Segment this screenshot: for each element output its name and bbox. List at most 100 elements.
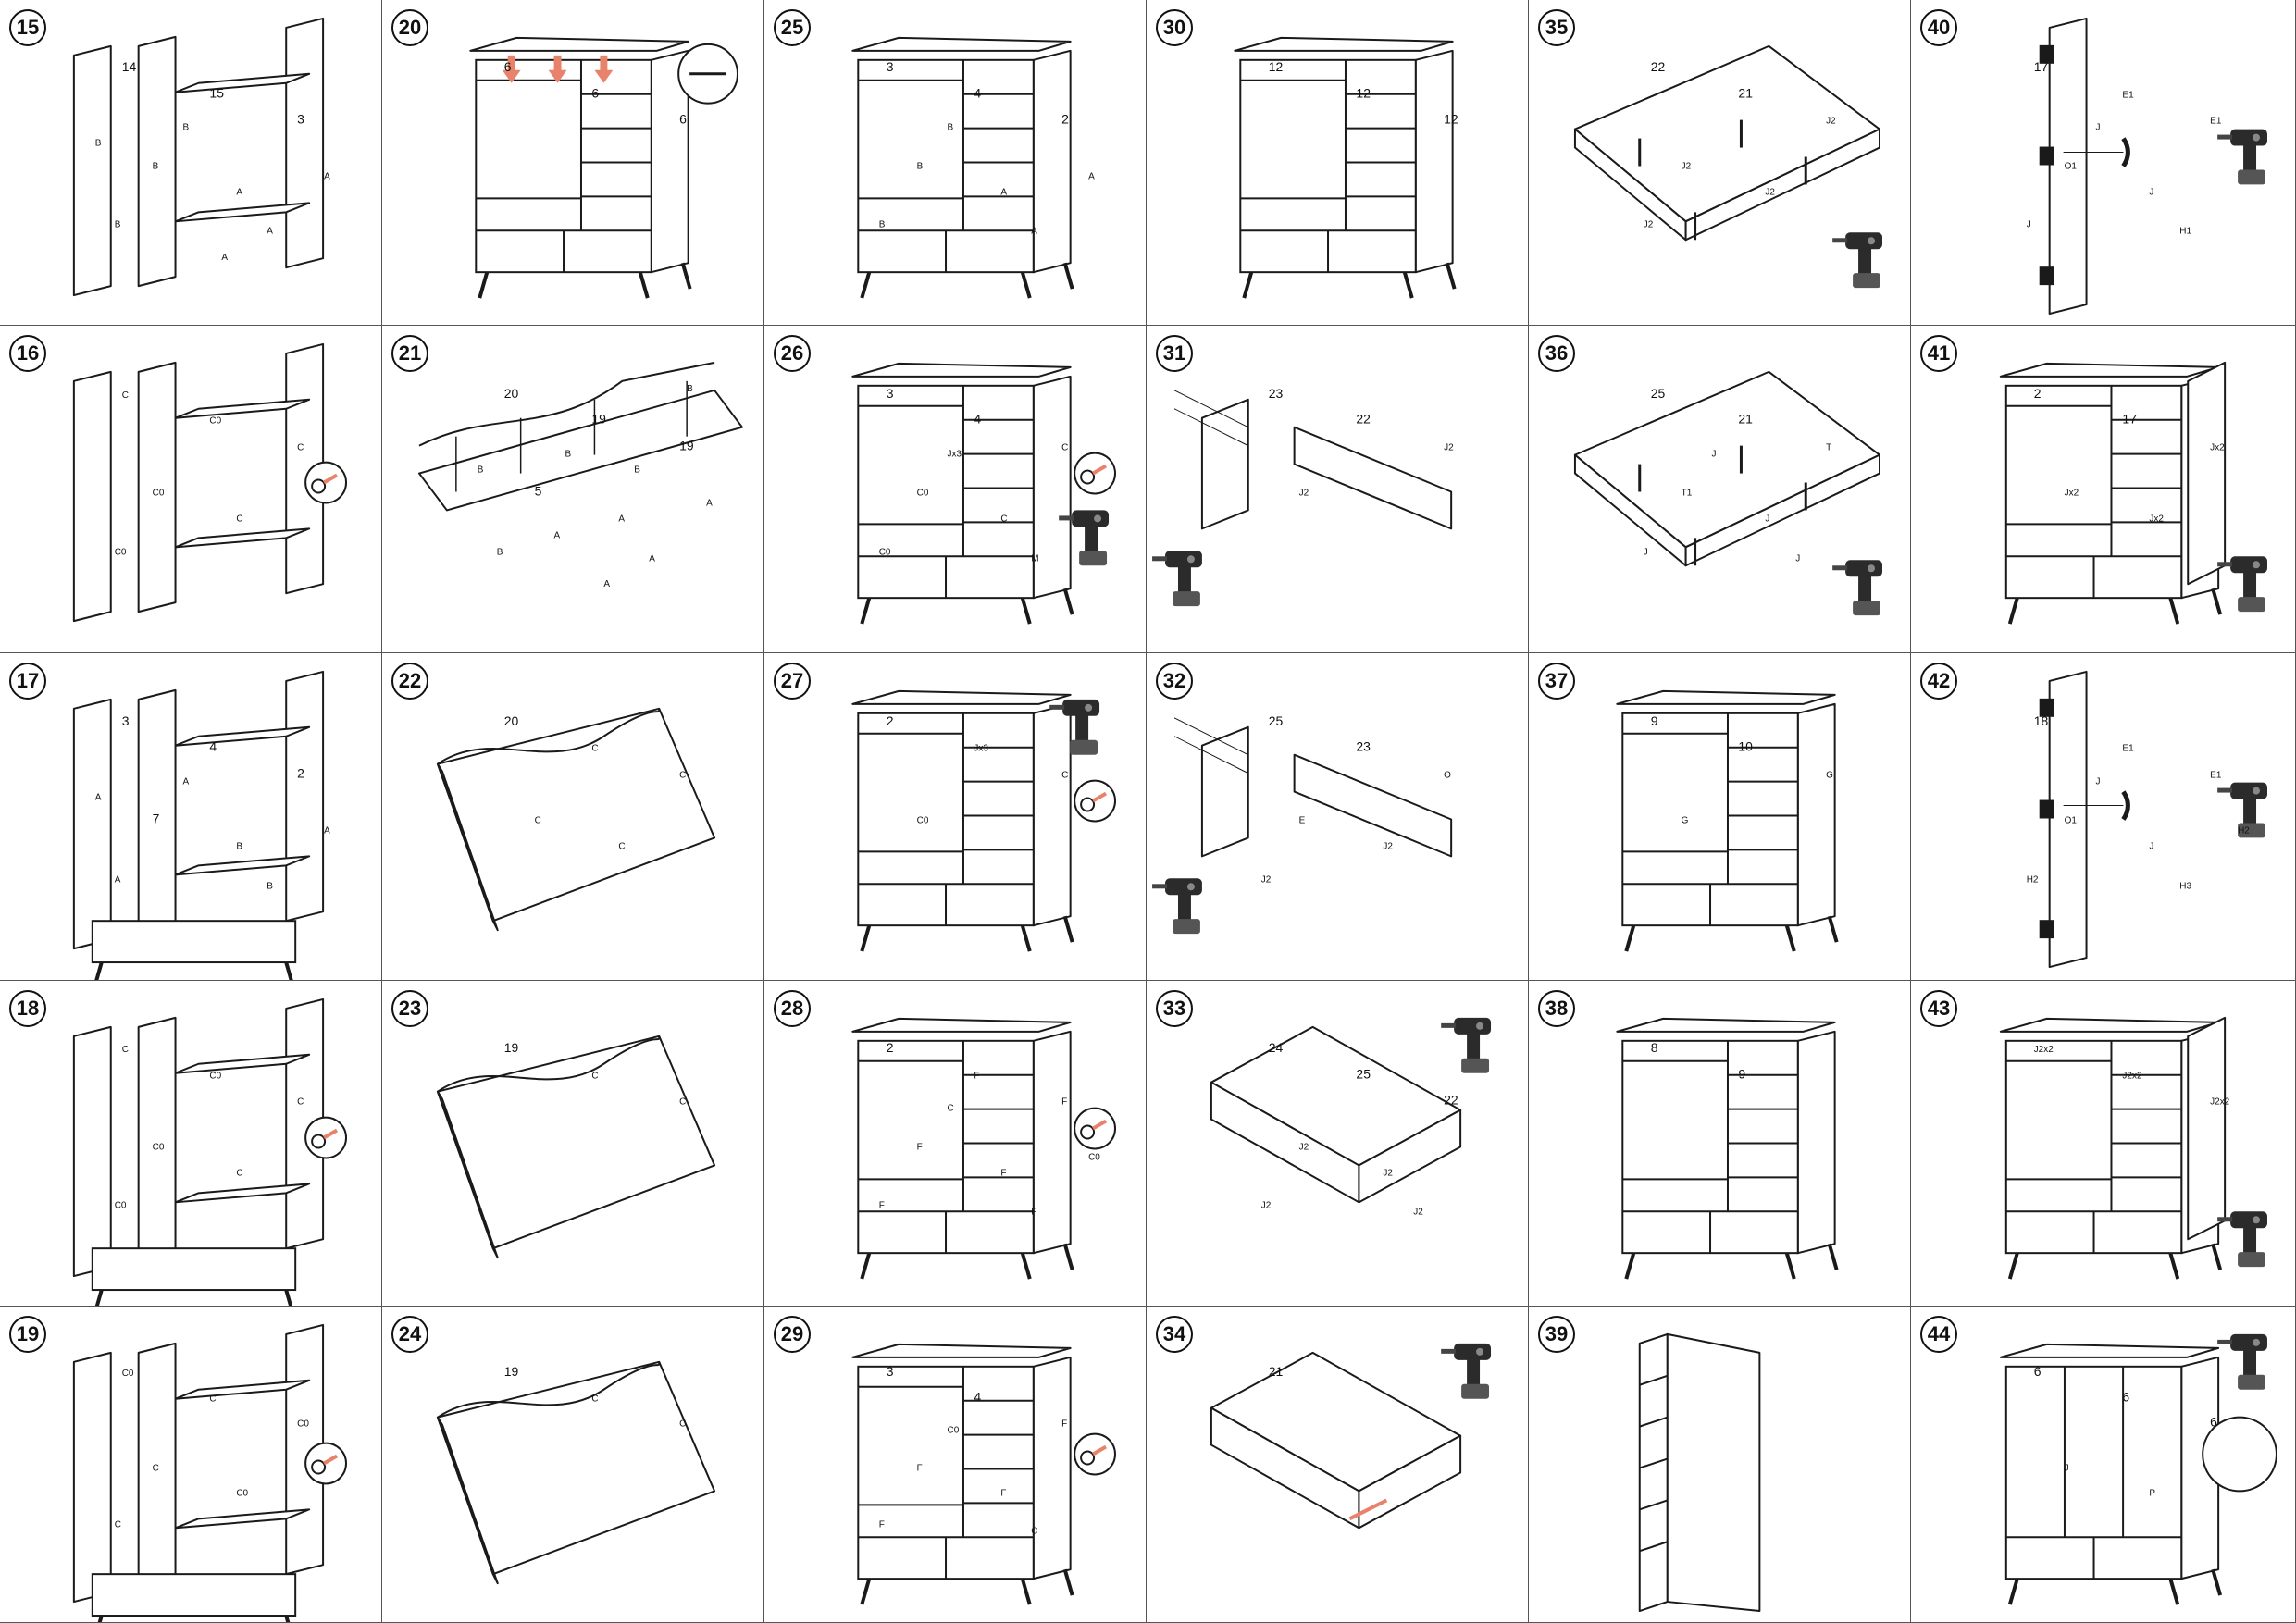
wardrobe-top	[851, 1017, 1072, 1033]
box-panel	[1573, 370, 1881, 549]
leg	[2168, 1578, 2180, 1605]
shelf-board	[174, 398, 311, 419]
part-label: 6	[679, 112, 687, 127]
leg	[1624, 924, 1636, 952]
side-panel	[72, 370, 112, 623]
drill-icon	[1059, 510, 1110, 566]
shelf-board	[174, 1053, 311, 1074]
part-label: 12	[1269, 59, 1284, 74]
part-label: 6	[504, 59, 512, 74]
part-label: B	[236, 841, 242, 851]
part-label: 4	[974, 1390, 981, 1405]
part-label: J	[1644, 547, 1648, 557]
part-label: 21	[1738, 412, 1753, 427]
cam-lock-detail-icon	[1074, 1107, 1117, 1150]
open-door	[2187, 361, 2227, 586]
shelf-board	[174, 1379, 311, 1400]
side-panel	[285, 670, 325, 923]
step-number: 16	[9, 335, 46, 372]
part-label: H2	[2027, 874, 2039, 885]
side-panel	[72, 1025, 112, 1278]
part-label: J	[2096, 123, 2101, 133]
wardrobe-body	[2004, 384, 2183, 600]
wardrobe-front	[1638, 1332, 1669, 1613]
wardrobe-top	[1999, 362, 2220, 378]
wavy-edge	[437, 1361, 661, 1419]
screw-guide	[1173, 408, 1248, 447]
part-label: J2	[1826, 117, 1836, 127]
part-label: E	[1299, 815, 1306, 825]
part-label: T	[1826, 443, 1831, 453]
flat-board	[436, 1360, 716, 1576]
part-label: C	[115, 1519, 121, 1530]
part-label: 3	[887, 386, 894, 401]
part-label: B	[497, 547, 503, 557]
hinge-icon	[2039, 698, 2054, 717]
part-label: A	[1088, 171, 1095, 181]
wardrobe-side	[1032, 702, 1072, 927]
wardrobe-top	[1999, 1017, 2220, 1033]
part-label: 7	[153, 811, 160, 825]
part-label: M	[1031, 553, 1038, 564]
leg	[860, 271, 872, 299]
part-label: C	[297, 1097, 304, 1108]
box-side	[1684, 453, 1881, 567]
part-label: A	[267, 226, 273, 236]
part-label: 20	[504, 386, 519, 401]
part-label: Jx2	[2065, 488, 2079, 498]
part-label: 18	[2034, 713, 2049, 728]
part-label: C	[591, 744, 598, 754]
part-label: P	[2149, 1488, 2155, 1498]
wardrobe-top	[1999, 1343, 2220, 1358]
part-label: J2	[1383, 1168, 1393, 1178]
part-label: A	[649, 553, 655, 564]
part-label: C0	[209, 416, 221, 427]
base-unit	[91, 920, 297, 964]
part-label: J2	[1413, 1207, 1423, 1217]
leg	[1784, 1252, 1796, 1280]
part-label: 19	[504, 1364, 519, 1379]
step-number: 33	[1156, 990, 1193, 1027]
drill-icon	[2217, 1211, 2267, 1268]
part-label: C0	[1088, 1152, 1100, 1162]
part-label: 19	[679, 439, 694, 453]
part-label: Jx2	[2149, 514, 2164, 524]
step-number: 26	[774, 335, 811, 372]
part-label: 12	[1444, 112, 1458, 127]
wardrobe-side	[1032, 49, 1072, 274]
part-label: F	[1000, 1488, 1006, 1498]
part-label: 2	[297, 766, 304, 781]
leg	[1020, 271, 1032, 299]
part-label: J2x2	[2034, 1045, 2054, 1055]
part-label: J	[2149, 841, 2153, 851]
step-number: 18	[9, 990, 46, 1027]
step-number: 28	[774, 990, 811, 1027]
part-label: 20	[504, 713, 519, 728]
part-label: 3	[887, 59, 894, 74]
step-number: 24	[391, 1316, 428, 1353]
part-label: A	[1000, 187, 1007, 197]
screw-guide	[1173, 736, 1248, 774]
part-label: C	[297, 443, 304, 453]
part-label: J	[1795, 553, 1800, 564]
part-label: 24	[1269, 1040, 1284, 1055]
screw-guide	[1173, 717, 1248, 756]
part-label: O1	[2065, 815, 2078, 825]
part-label: C	[618, 841, 625, 851]
part-label: O	[1444, 771, 1451, 781]
leg	[1402, 271, 1414, 299]
